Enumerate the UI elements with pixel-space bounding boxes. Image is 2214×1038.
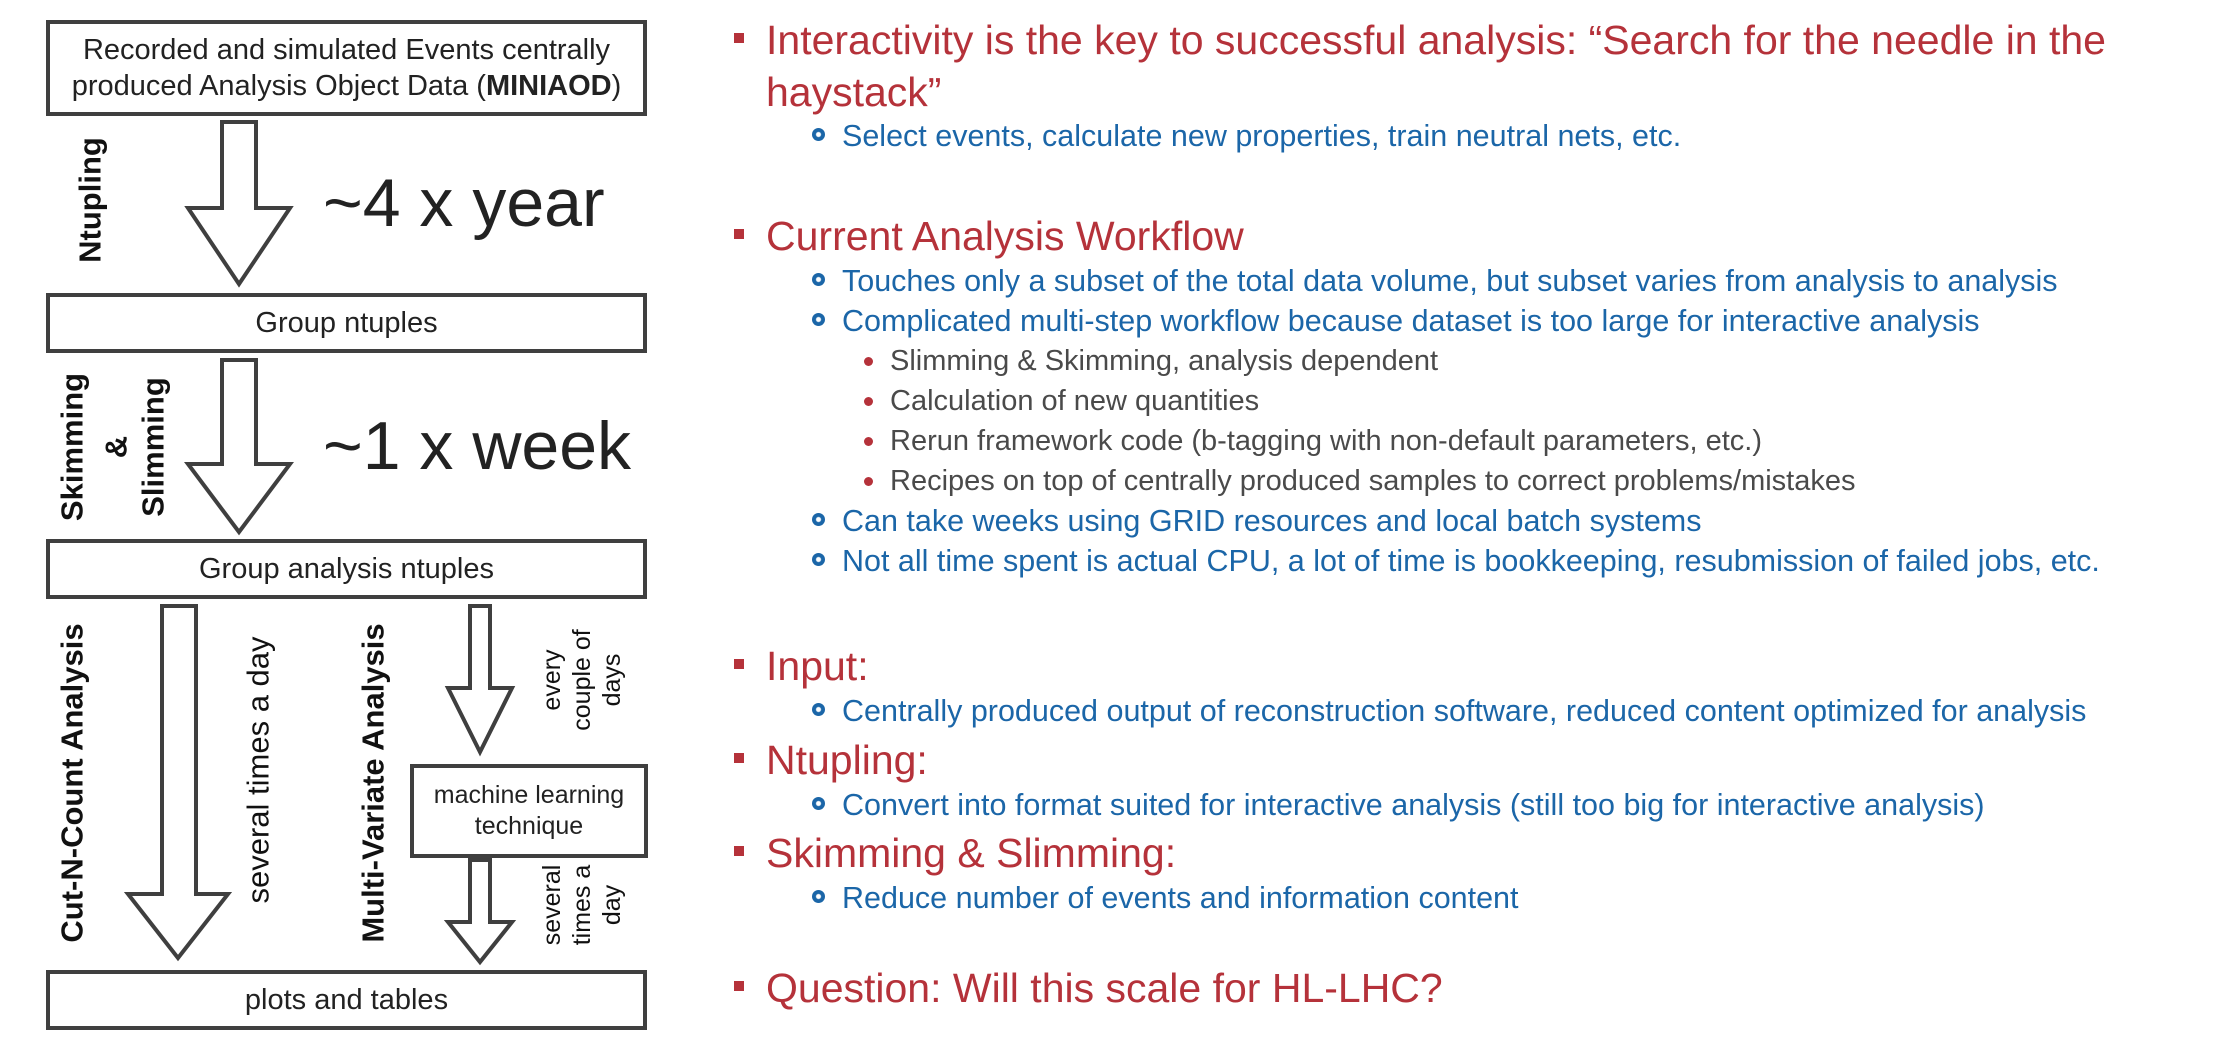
sub-sub-bullet: Rerun framework code (b-tagging with non… [864, 421, 1762, 461]
miniaod-text: Recorded and simulated Events centrally … [71, 33, 622, 102]
bullet-interactivity: Interactivity is the key to successful a… [730, 14, 2210, 118]
cut-n-count-frequency: several times a day [240, 636, 276, 904]
group-analysis-ntuples-box: Group analysis ntuples [46, 539, 647, 599]
square-bullet-icon [734, 753, 744, 763]
circle-bullet-icon [812, 513, 825, 526]
bullet-ntupling: Ntupling: [730, 734, 2210, 786]
sub-sub-bullet-text: Rerun framework code (b-tagging with non… [890, 425, 1763, 457]
sub-sub-bullet: Recipes on top of centrally produced sam… [864, 461, 1856, 501]
square-bullet-icon [734, 981, 744, 991]
square-bullet-icon [734, 229, 744, 239]
machine-learning-line: machine learning [433, 780, 625, 809]
sub-sub-bullet-text: Slimming & Skimming, analysis dependent [890, 345, 1439, 377]
sub-sub-bullet: Slimming & Skimming, analysis dependent [864, 341, 1438, 381]
bullet-input: Input: [730, 640, 2210, 692]
sub-bullet-text: Select events, calculate new properties,… [842, 119, 1682, 153]
bullet-skimming: Skimming & Slimming: [730, 827, 2210, 879]
miniaod-box: Recorded and simulated Events centrally … [46, 20, 647, 116]
group-analysis-ntuples-label: Group analysis ntuples [199, 552, 494, 585]
multi-variate-label: Multi-Variate Analysis [355, 623, 391, 943]
mva-frequency-bottom-line: times a [568, 864, 596, 946]
cut-n-count-arrow [123, 604, 233, 962]
dot-bullet-icon [864, 477, 873, 486]
mva-frequency-top-line: every [538, 649, 566, 711]
mva-top-arrow [444, 604, 516, 757]
sub-bullet: Touches only a subset of the total data … [812, 261, 2058, 301]
group-ntuples-label: Group ntuples [255, 306, 438, 339]
mva-frequency-bottom: several times a day [537, 865, 627, 946]
plots-and-tables-box: plots and tables [46, 970, 647, 1030]
dot-bullet-icon [864, 357, 873, 366]
bullet-input-text: Input: [766, 643, 869, 689]
ntupling-frequency: ~4 x year [323, 165, 605, 241]
mva-frequency-top-line: days [598, 653, 626, 707]
circle-bullet-icon [812, 703, 825, 716]
circle-bullet-icon [812, 273, 825, 286]
skimming-arrow [184, 358, 294, 536]
sub-bullet-text: Touches only a subset of the total data … [842, 264, 2058, 298]
sub-bullet-text: Centrally produced output of reconstruct… [842, 694, 2087, 728]
slimming-label: Slimming [135, 377, 171, 517]
sub-bullet-text: Not all time spent is actual CPU, a lot … [842, 544, 2100, 578]
skimming-frequency: ~1 x week [323, 408, 632, 484]
sub-bullet: Convert into format suited for interacti… [812, 785, 1985, 825]
group-ntuples-box: Group ntuples [46, 293, 647, 353]
cut-n-count-label: Cut-N-Count Analysis [54, 623, 90, 943]
sub-bullet: Centrally produced output of reconstruct… [812, 691, 2086, 731]
diagram-arrows [123, 120, 517, 966]
square-bullet-icon [734, 659, 744, 669]
circle-bullet-icon [812, 313, 825, 326]
bullet-workflow-text: Current Analysis Workflow [766, 213, 1244, 259]
sub-bullet-text: Convert into format suited for interacti… [842, 788, 1985, 822]
mva-frequency-top: every couple of days [537, 629, 627, 730]
sub-bullet: Select events, calculate new properties,… [812, 116, 1681, 156]
sub-sub-bullet: Calculation of new quantities [864, 381, 1259, 421]
sub-bullet: Can take weeks using GRID resources and … [812, 501, 1701, 541]
square-bullet-icon [734, 846, 744, 856]
bullet-skimming-text: Skimming & Slimming: [766, 830, 1177, 876]
bullet-interactivity-text: Interactivity is the key to successful a… [766, 17, 2106, 115]
dot-bullet-icon [864, 437, 873, 446]
ntupling-arrow [184, 120, 294, 288]
circle-bullet-icon [812, 128, 825, 141]
mva-frequency-bottom-line: day [598, 884, 626, 926]
bullet-workflow: Current Analysis Workflow [730, 210, 2210, 262]
circle-bullet-icon [812, 797, 825, 810]
circle-bullet-icon [812, 890, 825, 903]
circle-bullet-icon [812, 553, 825, 566]
sub-bullet-text: Complicated multi-step workflow because … [842, 304, 1980, 338]
sub-sub-bullet-text: Recipes on top of centrally produced sam… [890, 465, 1856, 497]
sub-bullet: Complicated multi-step workflow because … [812, 301, 1980, 341]
sub-bullet: Not all time spent is actual CPU, a lot … [812, 541, 2100, 581]
bullet-ntupling-text: Ntupling: [766, 737, 928, 783]
mva-frequency-bottom-line: several [538, 864, 566, 946]
machine-learning-box: machine learning technique [410, 764, 648, 858]
sub-sub-bullet-text: Calculation of new quantities [890, 385, 1260, 417]
sub-bullet-text: Reduce number of events and information … [842, 881, 1519, 915]
machine-learning-line: technique [474, 812, 584, 840]
mva-bottom-arrow [443, 858, 517, 966]
plots-and-tables-label: plots and tables [244, 983, 449, 1016]
ntupling-label: Ntupling [72, 137, 108, 263]
dot-bullet-icon [864, 397, 873, 406]
skimming-label: Skimming [54, 372, 90, 522]
square-bullet-icon [734, 33, 744, 43]
bullet-question: Question: Will this scale for HL-LHC? [730, 962, 2210, 1014]
sub-bullet-text: Can take weeks using GRID resources and … [842, 504, 1702, 538]
mva-frequency-top-line: couple of [568, 629, 596, 731]
bullet-question-text: Question: Will this scale for HL-LHC? [766, 965, 1443, 1011]
sub-bullet: Reduce number of events and information … [812, 878, 1519, 918]
ampersand-label: & [98, 435, 134, 459]
